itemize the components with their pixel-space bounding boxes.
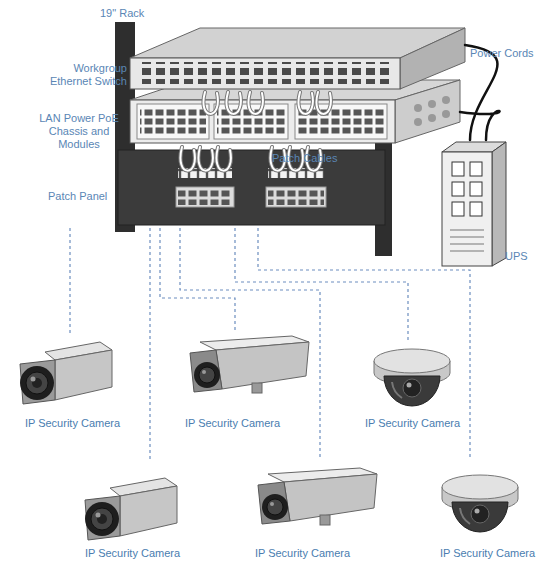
network-cable <box>69 228 70 335</box>
jack-block <box>176 187 234 207</box>
port-row <box>298 107 384 136</box>
node-label: Workgroup Ethernet Switch <box>45 62 127 88</box>
outlet <box>470 182 482 196</box>
ethernet-switch: Workgroup Ethernet Switch <box>45 25 465 92</box>
fan-vent <box>442 110 450 118</box>
vent-lines <box>450 230 484 251</box>
ups-side <box>492 142 506 266</box>
ups-front <box>442 152 492 266</box>
dome-camera <box>374 349 450 406</box>
camera-node: IP Security Camera <box>75 462 190 560</box>
node-label: LAN Power PoE Chassis and Modules <box>30 112 128 151</box>
jack-row <box>268 168 324 178</box>
node-label: Patch Panel <box>48 190 107 203</box>
camera-label: IP Security Camera <box>170 417 295 430</box>
outlet <box>470 162 482 176</box>
outlet <box>452 182 464 196</box>
network-cable <box>235 228 408 340</box>
jack-row <box>268 189 324 205</box>
camera-node: IP Security Camera <box>15 335 130 430</box>
dome-camera <box>442 475 518 532</box>
switch-front <box>130 58 400 89</box>
power-cord <box>465 45 497 140</box>
panel-face <box>118 150 385 225</box>
port-row <box>140 107 206 136</box>
box-camera <box>20 342 112 404</box>
camera-label: IP Security Camera <box>15 417 130 430</box>
fan-vent <box>414 104 422 112</box>
camera-node: IP Security Camera <box>245 460 360 560</box>
part-label: Power Cords <box>470 47 534 60</box>
fan-vent <box>414 118 422 126</box>
node-label: UPS <box>505 250 528 263</box>
camera-label: IP Security Camera <box>75 547 190 560</box>
switch-side <box>400 28 465 89</box>
network-cable <box>160 228 235 330</box>
outlet <box>470 202 482 216</box>
patch-panel-drawing <box>118 150 385 225</box>
camera-node: IP Security Camera <box>170 330 295 430</box>
jack-block <box>266 187 326 207</box>
patch-panel: Patch Panel <box>40 150 390 228</box>
box-camera <box>85 478 177 540</box>
camera-label: IP Security Camera <box>355 417 470 430</box>
jack-row <box>178 168 232 178</box>
fan-vent <box>442 96 450 104</box>
module <box>137 104 209 139</box>
part-label: Patch Cables <box>272 152 337 165</box>
bullet-camera <box>258 468 377 525</box>
camera-node: IP Security Camera <box>430 460 545 560</box>
fan-vent <box>428 100 436 108</box>
network-cable <box>149 228 150 462</box>
bullet-camera <box>190 336 309 393</box>
jack-row <box>178 189 232 205</box>
network-cable <box>258 228 470 460</box>
outlet <box>452 162 464 176</box>
switch-drawing <box>130 28 465 89</box>
module <box>214 104 288 139</box>
node-label: 19" Rack <box>100 7 144 20</box>
chassis-side <box>395 80 460 143</box>
outlet <box>452 202 464 216</box>
camera-label: IP Security Camera <box>430 547 545 560</box>
patch-cable <box>203 92 330 114</box>
chassis-front <box>130 100 395 143</box>
cable-outline <box>203 92 330 114</box>
ups-drawing <box>442 142 506 266</box>
camera-node: IP Security Camera <box>355 340 470 430</box>
poe-chassis: LAN Power PoE Chassis and Modules <box>30 93 460 147</box>
equipment-rack: 19" RackWorkgroup Ethernet SwitchLAN Pow… <box>30 5 470 250</box>
module <box>295 104 387 139</box>
port-row <box>140 62 392 84</box>
fan-vent <box>428 114 436 122</box>
ups-unit: UPS <box>438 140 538 270</box>
port-row <box>217 107 285 136</box>
camera-drawings <box>20 336 518 540</box>
power-cord <box>460 111 500 140</box>
camera-label: IP Security Camera <box>245 547 360 560</box>
